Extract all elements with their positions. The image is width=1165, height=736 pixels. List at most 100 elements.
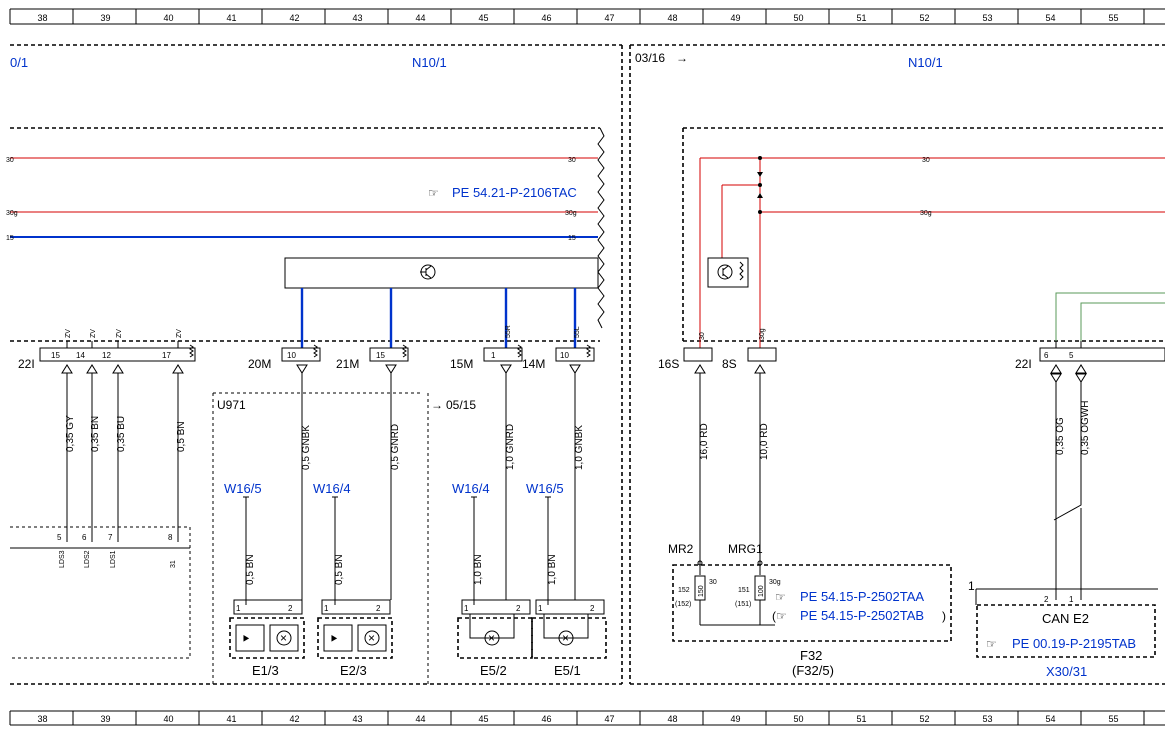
lamp-icon [484,630,500,646]
can-box [976,604,1156,658]
hand-pointer-icon: ☞ [428,186,439,200]
connector-box [369,347,409,362]
wire-label: 1,0 BN [547,554,558,585]
component-box [229,617,305,659]
cross-ref-right: 03/16 [635,51,665,65]
component-box [317,617,393,659]
wire-label: 0,35 BN [90,416,101,452]
fusebox-border [672,564,952,642]
svg-text:×: × [488,631,495,645]
pin-number: 8 [168,533,173,542]
fusebox-id: F32 [800,648,822,663]
wire-label: 16,0 RD [699,423,710,460]
pin-tag: 30 [699,332,706,340]
wire-label: 0,5 BN [334,554,345,585]
wire-label: 0,5 GNBK [301,425,312,470]
pin-number: 7 [108,533,113,542]
ruler-column-number: 55 [1109,714,1119,724]
fuse-slot: 151 [738,587,750,594]
paren-close: ) [942,609,946,623]
component-id: E2/3 [340,663,367,678]
connector-box [747,347,777,362]
connector-id: 15M [450,357,473,371]
bus-15-left: 15 [6,235,14,242]
right-bus-30g-label: 30g [920,210,932,217]
connector-box [483,347,523,362]
component-connector [535,599,605,615]
fusebox-ref1[interactable]: PE 54.15-P-2502TAA [800,589,924,604]
pin-tag: ZV [65,329,72,338]
pin-number: 6 [82,533,87,542]
ground-ref[interactable]: W16/5 [526,481,564,496]
hand-pointer-icon: ☞ [775,590,786,604]
can-connector-label: 22I [1015,357,1032,371]
lamp-icon [558,630,574,646]
led-icon: ⯈ [329,632,339,646]
ruler-column-number: 40 [164,714,174,724]
ruler-column-number: 54 [1046,714,1056,724]
pin-number: 2 [516,604,521,613]
ground-ref[interactable]: W16/4 [452,481,490,496]
ruler-column-number: 46 [542,714,552,724]
bus-30-left: 30 [6,157,14,164]
fuse-slot-alt: (152) [675,601,691,608]
bus-30g-left: 30g [6,210,18,217]
pin-number: 12 [102,351,111,360]
fusebox-ref2[interactable]: PE 54.15-P-2502TAB [800,608,924,623]
ruler-column-number: 39 [101,13,111,23]
pin-number: 10 [560,351,569,360]
wire-label: 1,0 BN [473,554,484,585]
ruler-column-number: 51 [857,714,867,724]
component-connector [233,599,303,615]
ground-ref[interactable]: W16/4 [313,481,351,496]
component-connector [461,599,531,615]
pin-number: 1 [464,604,469,613]
plug-arrow-icon [569,364,581,374]
fuse-slot: 152 [678,587,690,594]
ruler-column-number: 48 [668,714,678,724]
arrow-right-icon: → [431,398,443,412]
arrow-right-icon: → [676,51,688,65]
pin-number: 17 [162,351,171,360]
node-label: MRG1 [728,542,763,556]
pin-number: 5 [57,533,62,542]
pin-tag: LDS1 [110,550,117,568]
ruler-column-number: 38 [38,13,48,23]
fuse-terminal: 30 [709,579,717,586]
plug-arrow-icon [296,364,308,374]
wire-label: 10,0 RD [759,423,770,460]
connector-id: 20M [248,357,271,371]
ruler-column-number: 44 [416,714,426,724]
can-connector [1039,347,1165,362]
ref-left[interactable]: PE 54.21-P-2106TAC [452,185,577,200]
wire-label: 0,35 OGWH [1080,401,1091,455]
pin-number: 1 [324,604,329,613]
pin-number: 5 [1069,351,1074,360]
component-connector [321,599,391,615]
right-module-title: N10/1 [908,55,943,70]
ruler-column-number: 49 [731,714,741,724]
connector-label: 22I [18,357,35,371]
pin-number: 15 [51,351,60,360]
ruler-column-number: 43 [353,714,363,724]
can-ref[interactable]: PE 00.19-P-2195TAB [1012,636,1136,651]
ground-ref[interactable]: W16/5 [224,481,262,496]
ruler-column-number: 42 [290,714,300,724]
ruler-column-number: 54 [1046,13,1056,23]
ruler-column-number: 48 [668,13,678,23]
plug-arrow-icon [385,364,397,374]
pin-tag: 55L [574,326,581,338]
plug-arrow-icon [61,364,73,374]
connector-box [281,347,321,362]
ruler-column-number: 41 [227,714,237,724]
component-id: E5/2 [480,663,507,678]
ruler-column-number: 47 [605,13,615,23]
fuse-rating: 100 [758,585,765,597]
ruler-column-number: 50 [794,714,804,724]
connector-box [683,347,713,362]
component-id: E1/3 [252,663,279,678]
plug-arrow-icon [112,364,124,374]
pin-tag: LDS2 [84,550,91,568]
